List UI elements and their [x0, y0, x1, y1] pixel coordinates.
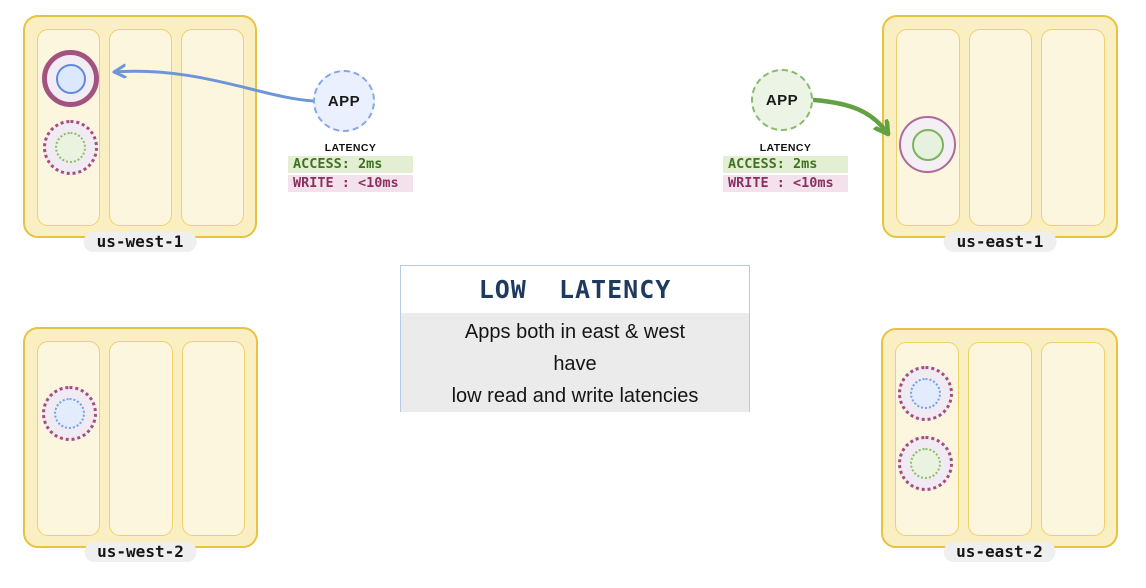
app-label: APP [327, 92, 361, 110]
db-core-green-icon [55, 132, 86, 163]
access-latency-badge: ACCESS: 2ms [288, 156, 413, 173]
latency-heading: LATENCY [324, 142, 377, 154]
region-label: us-east-1 [943, 232, 1057, 252]
app-to-db-arrow-east-icon [811, 97, 891, 137]
callout-title: LOW LATENCY [478, 275, 672, 304]
availability-zone [109, 29, 172, 226]
region-us-east-1: us-east-1 [882, 15, 1118, 252]
app-node-west: APP [313, 70, 375, 132]
callout-line: low read and write latencies [451, 385, 699, 407]
callout-line: have [553, 353, 597, 375]
callout-line: Apps both in east & west [464, 321, 686, 343]
db-replica-green-icon [898, 436, 953, 491]
write-latency-badge: WRITE : <10ms [723, 175, 848, 192]
write-latency-badge: WRITE : <10ms [288, 175, 413, 192]
region-us-east-2: us-east-2 [881, 328, 1118, 562]
app-node-east: APP [751, 69, 813, 131]
latency-heading: LATENCY [759, 142, 812, 154]
low-latency-callout: LOW LATENCY Apps both in east & west hav… [400, 265, 750, 412]
region-label: us-west-2 [84, 542, 197, 562]
latency-panel-east: LATENCY ACCESS: 2ms WRITE : <10ms [723, 142, 848, 192]
db-replica-blue-icon [42, 386, 97, 441]
availability-zone [968, 29, 1033, 226]
app-label: APP [765, 91, 799, 109]
region-us-west-2: us-west-2 [23, 327, 258, 562]
latency-panel-west: LATENCY ACCESS: 2ms WRITE : <10ms [288, 142, 413, 192]
db-core-green-icon [911, 128, 944, 161]
region-us-west-1: us-west-1 [23, 15, 257, 252]
db-replica-blue-icon [898, 366, 953, 421]
db-core-blue-icon [55, 63, 86, 94]
availability-zone [1041, 29, 1106, 226]
region-label: us-east-2 [943, 542, 1056, 562]
access-latency-badge: ACCESS: 2ms [723, 156, 848, 173]
db-core-blue-icon [54, 398, 85, 429]
db-replica-green-icon [43, 120, 98, 175]
availability-zone [181, 341, 245, 536]
region-label: us-west-1 [83, 232, 197, 252]
db-primary-green-icon [899, 116, 956, 173]
callout-body: Apps both in east & west have low read a… [401, 313, 749, 412]
db-core-blue-icon [910, 378, 941, 409]
db-core-green-icon [910, 448, 941, 479]
availability-zone [1041, 342, 1105, 536]
db-primary-blue-icon [42, 50, 99, 107]
availability-zone [968, 342, 1032, 536]
availability-zone [181, 29, 244, 226]
availability-zone [109, 341, 173, 536]
